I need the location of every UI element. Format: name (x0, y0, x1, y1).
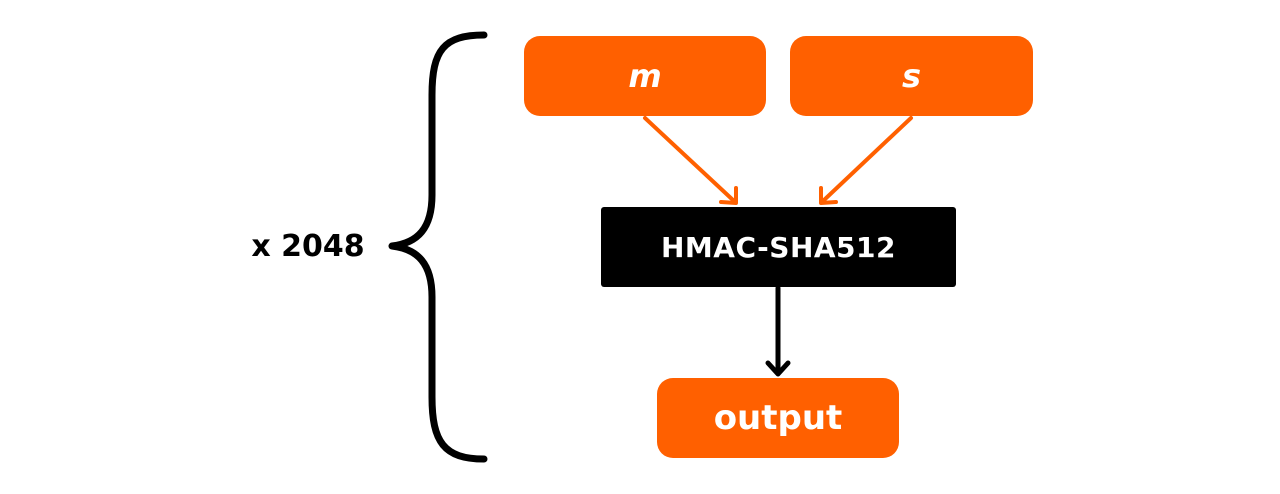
input-label-m: m (628, 57, 662, 95)
arrow-m-to-hmac (643, 116, 736, 203)
hmac-function-node: HMAC-SHA512 (601, 207, 956, 287)
arrowhead-s-to-hmac (819, 186, 838, 205)
repeat-count-label: x 2048 (251, 228, 365, 264)
output-node: output (657, 378, 899, 458)
repeat-brace (388, 31, 488, 463)
input-node-s: s (790, 36, 1033, 116)
arrowhead-hmac-to-output (765, 360, 791, 377)
output-label: output (713, 398, 843, 438)
arrow-s-to-hmac (821, 116, 913, 203)
hmac-function-label: HMAC-SHA512 (661, 230, 896, 264)
input-node-m: m (524, 36, 766, 116)
arrowhead-m-to-hmac (719, 186, 738, 205)
input-label-s: s (901, 57, 922, 95)
